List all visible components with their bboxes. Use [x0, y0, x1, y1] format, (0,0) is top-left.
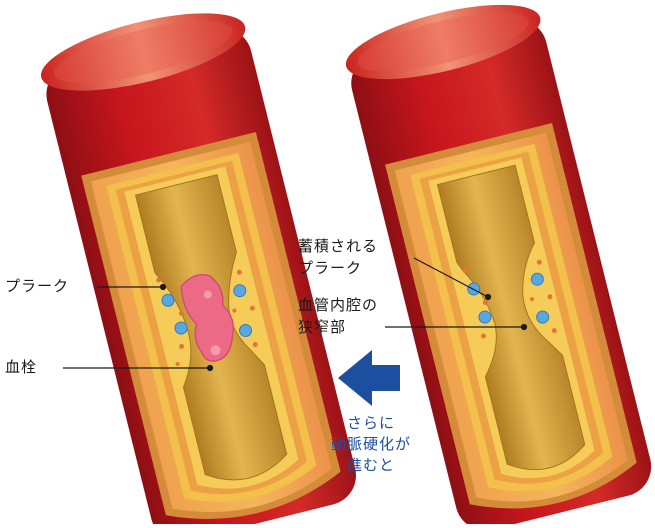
caption-line1: さらに — [326, 414, 416, 433]
label-plaque: プラーク — [5, 276, 69, 296]
label-stenosis-line1: 血管内腔の — [298, 295, 378, 315]
caption-line3: 進むと — [326, 456, 416, 475]
label-accumulating-plaque-line1: 蓄積される — [298, 236, 378, 256]
caption-line2: 動脈硬化が — [326, 435, 416, 454]
label-stenosis-line2: 狭窄部 — [298, 317, 346, 337]
label-accumulating-plaque-line2: プラーク — [298, 258, 362, 278]
progression-arrow-icon — [338, 350, 400, 406]
label-thrombus: 血栓 — [5, 357, 37, 377]
